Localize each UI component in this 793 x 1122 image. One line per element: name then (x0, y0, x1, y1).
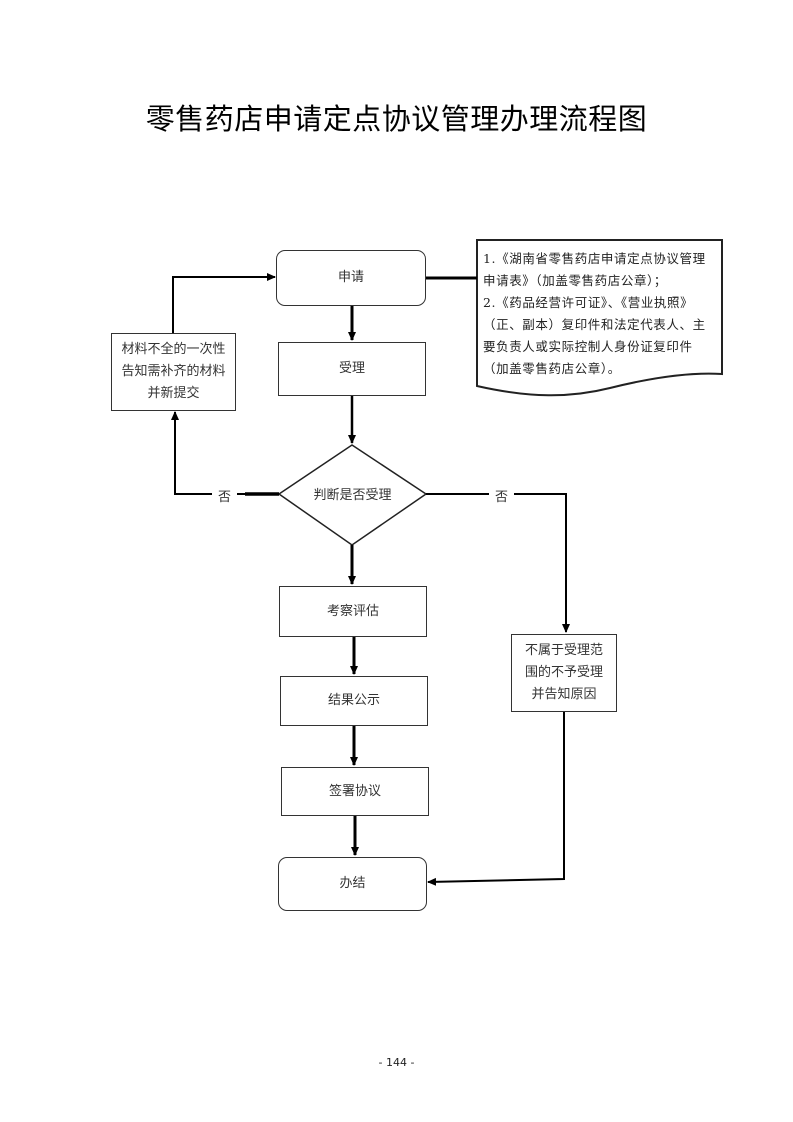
node-reject-line: 并告知原因 (531, 687, 597, 702)
node-apply-label: 申请 (337, 270, 364, 285)
document-line: 2.《药品经营许可证》、《营业执照》 (483, 295, 694, 310)
node-publicize: 结果公示 (280, 676, 428, 726)
edge-decision-incomplete (171, 411, 279, 495)
node-incomplete-line: 并新提交 (147, 386, 200, 401)
page-number: - 144 - (378, 1056, 415, 1069)
node-decision-label: 判断是否受理 (313, 488, 392, 503)
document-line: （正、副本）复印件和法定代表人、主 (483, 317, 706, 332)
edge-label-right-no: 否 (489, 486, 515, 505)
node-evaluate-label: 考察评估 (326, 603, 379, 619)
node-publicize-label: 结果公示 (327, 693, 380, 708)
edge-incomplete-apply (172, 273, 276, 333)
node-incomplete-line: 告知需补齐的材料 (121, 364, 226, 379)
edge-label-left-no: 否 (212, 486, 238, 505)
node-sign: 签署协议 (281, 767, 429, 816)
document-line: （加盖零售药店公章）。 (483, 361, 621, 376)
edge-decision-reject (426, 493, 570, 633)
node-incomplete-line: 材料不全的一次性 (121, 342, 226, 357)
required-documents: 1.《湖南省零售药店申请定点协议管理 申请表》（加盖零售药店公章）； 2.《药品… (483, 248, 723, 380)
node-evaluate: 考察评估 (279, 586, 427, 637)
node-finish-label: 办结 (339, 876, 366, 891)
document-line: 申请表》（加盖零售药店公章）； (483, 273, 668, 288)
page-title: 零售药店申请定点协议管理办理流程图 (145, 102, 648, 136)
document-line: 要负责人或实际控制人身份证复印件 (483, 339, 693, 354)
node-reject-line: 围的不予受理 (524, 665, 603, 680)
node-sign-label: 签署协议 (328, 783, 381, 799)
documents-shape (476, 239, 723, 397)
node-accept: 受理 (278, 342, 426, 396)
node-reject-line: 不属于受理范 (524, 643, 603, 658)
node-apply: 申请 (276, 250, 426, 306)
node-incomplete: 材料不全的一次性 告知需补齐的材料 并新提交 (111, 333, 236, 411)
edge-reject-finish (427, 711, 565, 886)
node-reject: 不属于受理范 围的不予受理 并告知原因 (511, 634, 617, 712)
node-accept-label: 受理 (338, 361, 365, 376)
document-line: 1.《湖南省零售药店申请定点协议管理 (483, 251, 706, 266)
node-finish: 办结 (278, 857, 427, 911)
